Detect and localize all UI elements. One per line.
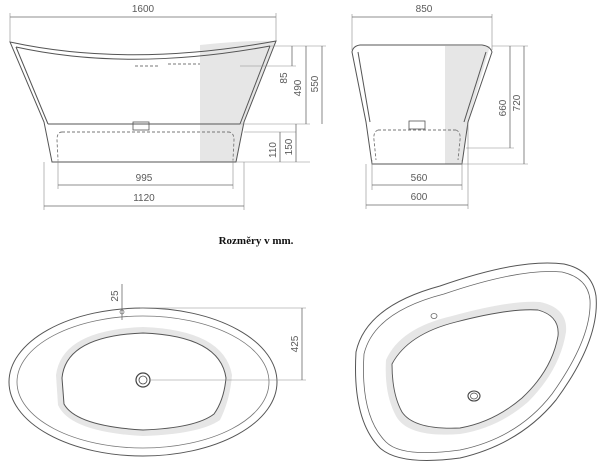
side-view-inner-left [357, 51, 371, 123]
perspective-drain-inner [470, 392, 478, 400]
side-view-drain [408, 120, 426, 130]
front-view-overflow-dashes [135, 63, 200, 67]
side-view: 850 660 720 560 600 [351, 4, 528, 209]
dim-overall-width: 850 [416, 4, 433, 15]
front-view-inner-left [15, 46, 49, 125]
side-view-plinth [373, 129, 461, 161]
dim-base-width-outer: 600 [411, 192, 428, 203]
front-view-tub-outline [9, 40, 277, 163]
dimensions-caption: Rozměry v mm. [219, 235, 294, 247]
dim-base-width-inner: 560 [411, 173, 428, 184]
dim-overall-length: 1600 [132, 4, 155, 15]
dim-half-width: 425 [290, 335, 301, 352]
front-view: 1600 85 490 550 110 150 995 1120 [9, 4, 326, 210]
dim-side-total-height: 720 [512, 94, 523, 111]
dim-inner-depth: 490 [293, 79, 304, 96]
dim-side-inner-height: 660 [498, 99, 509, 116]
dim-plinth-height-outer: 150 [284, 138, 295, 155]
side-view-inner-right [463, 51, 487, 123]
front-view-inner-right [239, 45, 271, 125]
front-view-plinth [56, 131, 235, 161]
front-view-drain [132, 121, 150, 131]
front-view-rim [15, 45, 271, 60]
perspective-view [355, 262, 597, 461]
dim-rim-width: 25 [110, 290, 121, 302]
dim-plinth-height: 110 [268, 142, 279, 158]
dim-base-length-outer: 1120 [133, 193, 155, 204]
top-view: 25 425 [8, 284, 306, 457]
dim-inner-rim-drop: 85 [279, 72, 290, 84]
top-view-drain-inner [138, 375, 148, 385]
dim-total-height: 550 [310, 75, 321, 92]
perspective-overflow [430, 313, 438, 319]
side-view-tub-outline [351, 44, 493, 165]
dim-base-length-inner: 995 [136, 173, 153, 184]
perspective-basin [391, 309, 559, 429]
side-view-shading [445, 46, 490, 164]
